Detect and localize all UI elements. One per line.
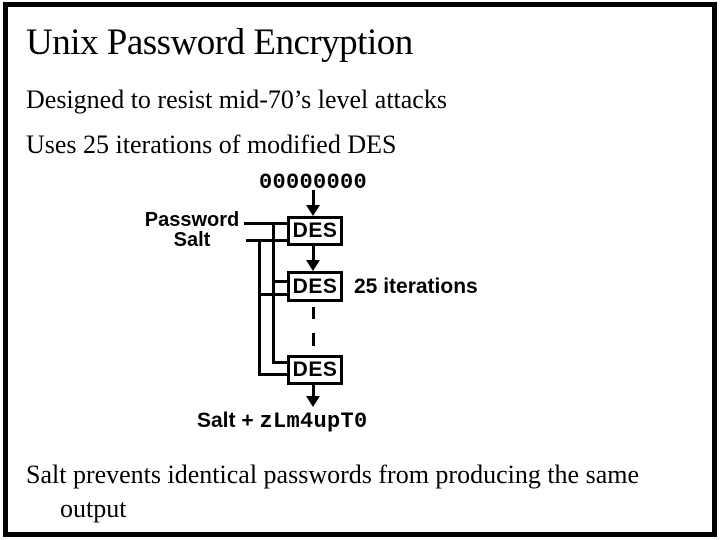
- input-labels: Password Salt: [140, 210, 244, 250]
- des-box-2-label: DES: [292, 274, 338, 298]
- des2-to-des3-dashed-segment-1: [312, 307, 315, 319]
- salt-bus-line: [258, 239, 261, 376]
- password-to-des2-stub: [272, 280, 290, 283]
- password-input-line: [244, 222, 290, 225]
- arrow-input-to-des1-shaft: [312, 190, 315, 207]
- output-salt-prefix: Salt +: [197, 409, 260, 432]
- arrow-input-to-des1-head: [306, 205, 320, 216]
- bullet-resist-attacks: Designed to resist mid-70’s level attack…: [26, 85, 447, 114]
- password-label: Password: [144, 209, 240, 231]
- output-label: Salt + zLm4upT0: [197, 409, 367, 434]
- footer-line-1: Salt prevents identical passwords from p…: [26, 460, 640, 489]
- salt-to-des2-stub: [258, 293, 290, 296]
- arrow-des1-to-des2-shaft: [312, 246, 315, 261]
- salt-input-line: [246, 239, 290, 242]
- salt-label: Salt: [173, 229, 211, 251]
- footer-text: Salt prevents identical passwords from p…: [26, 458, 639, 526]
- des-box-1-label: DES: [292, 219, 338, 242]
- salt-to-des3-stub: [258, 373, 290, 376]
- bullet-des-iterations: Uses 25 iterations of modified DES: [26, 130, 397, 159]
- arrow-des1-to-des2-head: [306, 260, 320, 271]
- des-box-2: DES: [287, 271, 343, 302]
- arrow-des3-to-output-shaft: [312, 385, 315, 397]
- password-to-des3-stub: [272, 361, 290, 364]
- output-hash-value: zLm4upT0: [259, 409, 368, 434]
- footer-line-2: output: [60, 494, 127, 523]
- des-box-1: DES: [287, 216, 343, 246]
- slide-title: Unix Password Encryption: [26, 22, 413, 63]
- des2-to-des3-dashed-segment-2: [312, 333, 315, 346]
- arrow-des3-to-output-head: [306, 396, 320, 407]
- iterations-label: 25 iterations: [354, 275, 478, 298]
- des-box-3: DES: [287, 355, 343, 385]
- des-box-3-label: DES: [292, 358, 338, 381]
